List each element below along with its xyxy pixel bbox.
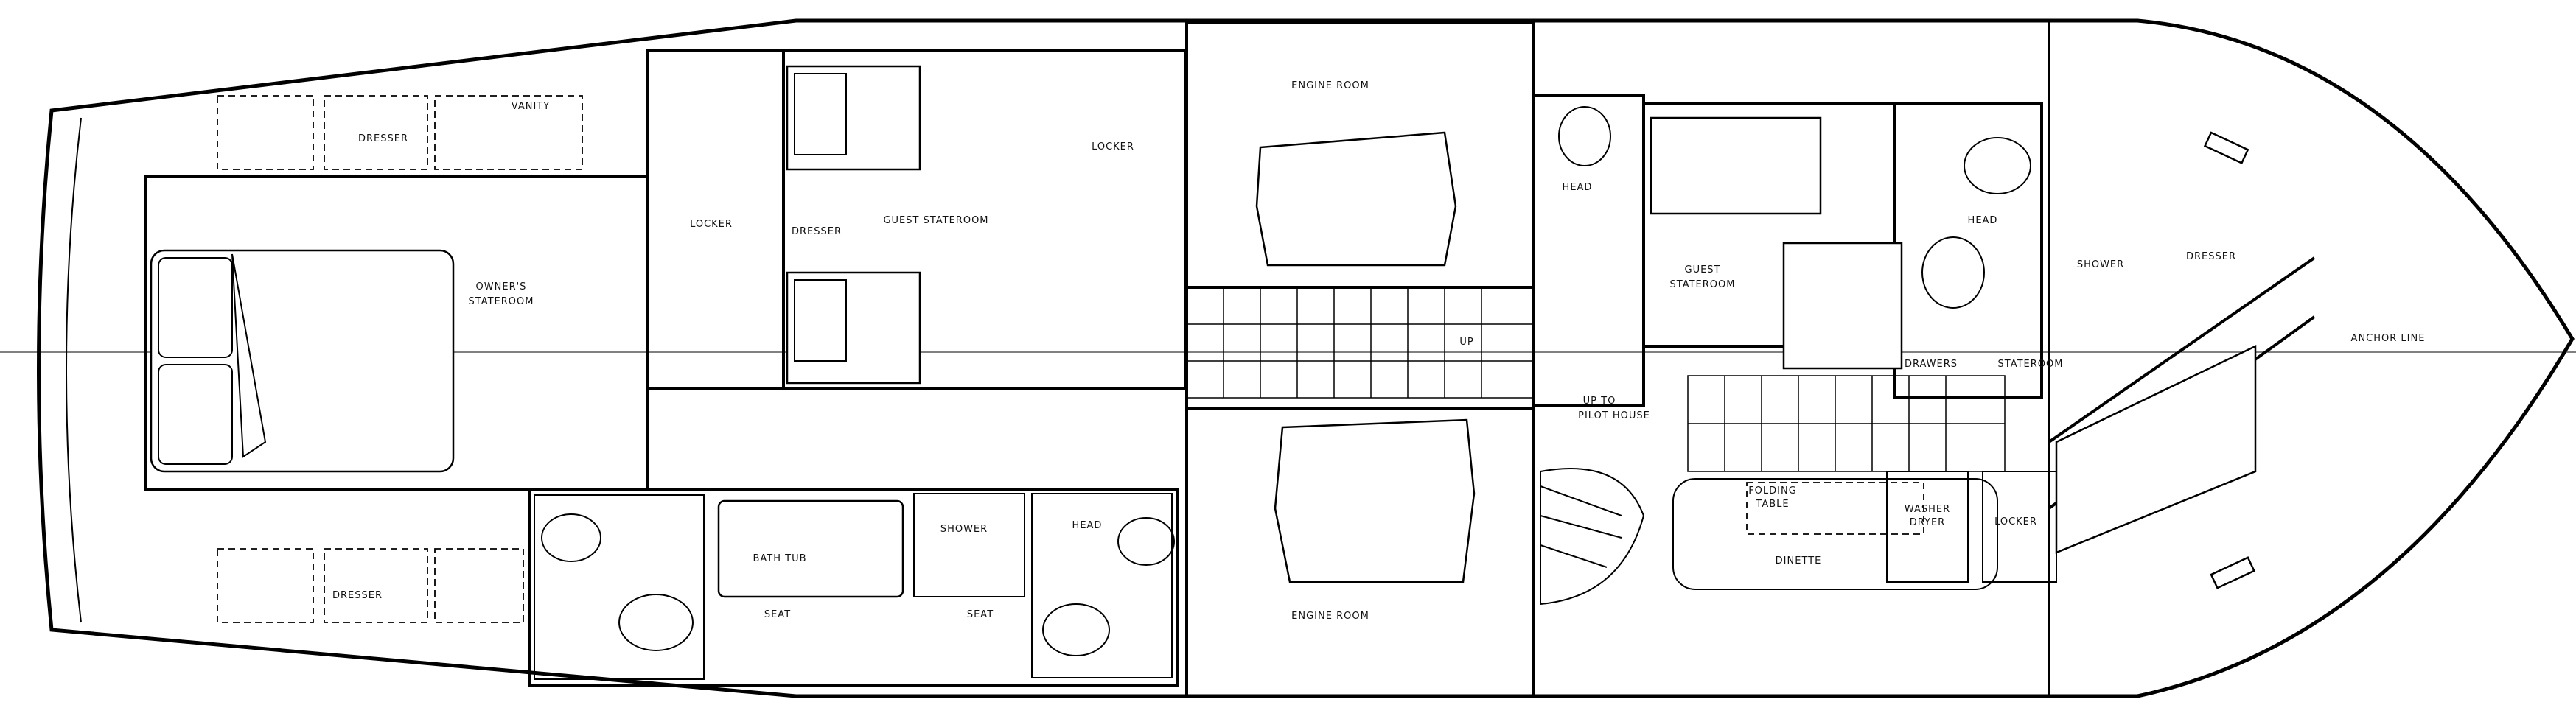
label-dresser-top: DRESSER: [358, 133, 408, 144]
label-locker-1: LOCKER: [690, 219, 733, 230]
label-stateroom-fwd: STATEROOM: [1998, 359, 2064, 370]
label-dresser-bottom: DRESSER: [332, 590, 383, 601]
engine-top: [1255, 131, 1457, 267]
fwd-bunks: [2055, 131, 2257, 589]
label-dresser-guest: DRESSER: [792, 226, 842, 237]
label-engine-room-top: ENGINE ROOM: [1291, 80, 1369, 91]
label-up-to-2: PILOT HOUSE: [1578, 410, 1650, 421]
transom-line: [66, 117, 82, 623]
label-dresser-fwd: DRESSER: [2186, 251, 2236, 262]
label-head-2: HEAD: [1968, 215, 1998, 226]
spiral-stair: [1540, 468, 1645, 606]
label-vanity: VANITY: [512, 101, 550, 112]
label-dinette: DINETTE: [1776, 555, 1822, 567]
label-shower-aft: SHOWER: [940, 524, 988, 535]
label-up-to-1: UP TO: [1583, 396, 1616, 407]
label-head-3: HEAD: [1072, 520, 1103, 531]
label-engine-room-bottom: ENGINE ROOM: [1291, 611, 1369, 622]
label-guest-stateroom-1: GUEST STATEROOM: [883, 215, 988, 226]
hull-outline: [37, 18, 2575, 698]
label-folding-table-2: TABLE: [1755, 499, 1789, 510]
label-locker-2: LOCKER: [1092, 141, 1134, 152]
label-up-1: UP: [1459, 337, 1473, 348]
corridor-tiles: [1186, 287, 2006, 472]
owners-bed: [150, 249, 455, 473]
label-shower-fwd: SHOWER: [2077, 259, 2124, 270]
label-guest-stateroom-2b: STATEROOM: [1670, 279, 1736, 290]
dressers-aft: [217, 95, 583, 623]
guest-bunks: [786, 65, 921, 385]
label-washer-dryer-2: DRYER: [1910, 517, 1945, 528]
label-drawers: DRAWERS: [1905, 359, 1958, 370]
aft-baths: [528, 488, 1179, 687]
label-bath-tub: BATH TUB: [753, 553, 806, 564]
label-washer-dryer-1: WASHER: [1905, 504, 1950, 515]
label-owners-stateroom-1: OWNER'S: [476, 281, 527, 292]
fwd-fixtures: [1558, 106, 2031, 370]
label-head-1: HEAD: [1563, 182, 1593, 193]
label-seat-2: SEAT: [967, 609, 994, 620]
dinette-area: [1672, 471, 2057, 590]
interior-walls: [144, 21, 2316, 698]
engine-bottom: [1274, 418, 1476, 583]
label-guest-stateroom-2a: GUEST: [1685, 264, 1721, 276]
label-seat-1: SEAT: [764, 609, 791, 620]
label-locker-3: LOCKER: [1994, 516, 2037, 527]
label-anchor-line: ANCHOR LINE: [2351, 333, 2426, 344]
label-folding-table-1: FOLDING: [1748, 485, 1797, 497]
label-owners-stateroom-2: STATEROOM: [469, 296, 534, 307]
